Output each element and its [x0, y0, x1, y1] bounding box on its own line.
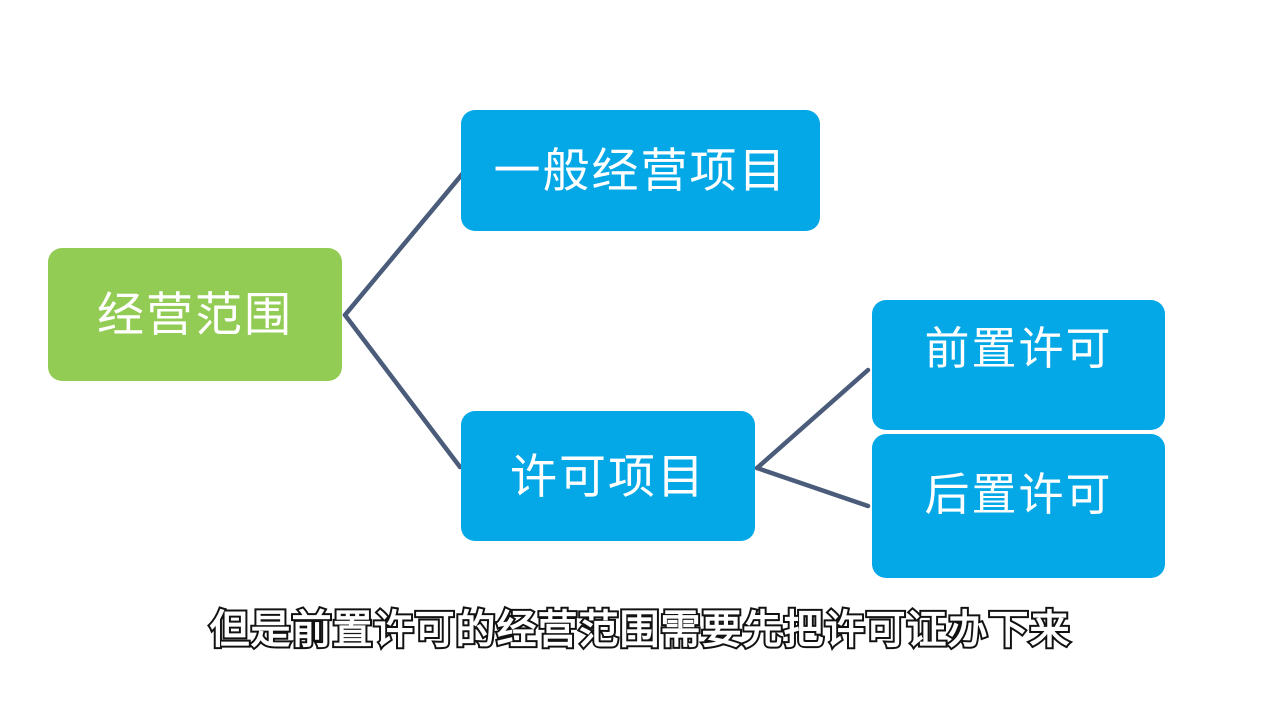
connector-scope-to-licensed	[342, 312, 463, 470]
node-pre-approval-license-label: 前置许可	[924, 323, 1113, 374]
node-general-items-label: 一般经营项目	[493, 144, 788, 197]
node-general-items[interactable]: 一般经营项目	[461, 110, 820, 231]
video-subtitle-text: 但是前置许可的经营范围需要先把许可证办下来	[208, 606, 1072, 654]
node-licensed-items-label: 许可项目	[510, 449, 706, 503]
connector-licensed-to-post	[754, 465, 871, 509]
node-post-approval-license-label: 后置许可	[924, 469, 1113, 520]
node-post-approval-license[interactable]: 后置许可	[872, 434, 1165, 578]
node-licensed-items[interactable]: 许可项目	[461, 411, 755, 541]
video-subtitle: 但是前置许可的经营范围需要先把许可证办下来	[0, 606, 1280, 654]
node-business-scope[interactable]: 经营范围	[48, 248, 342, 381]
node-business-scope-label: 经营范围	[97, 288, 293, 341]
node-pre-approval-license[interactable]: 前置许可	[872, 300, 1165, 430]
connector-scope-to-general	[342, 169, 467, 318]
connector-licensed-to-pre	[754, 367, 871, 471]
